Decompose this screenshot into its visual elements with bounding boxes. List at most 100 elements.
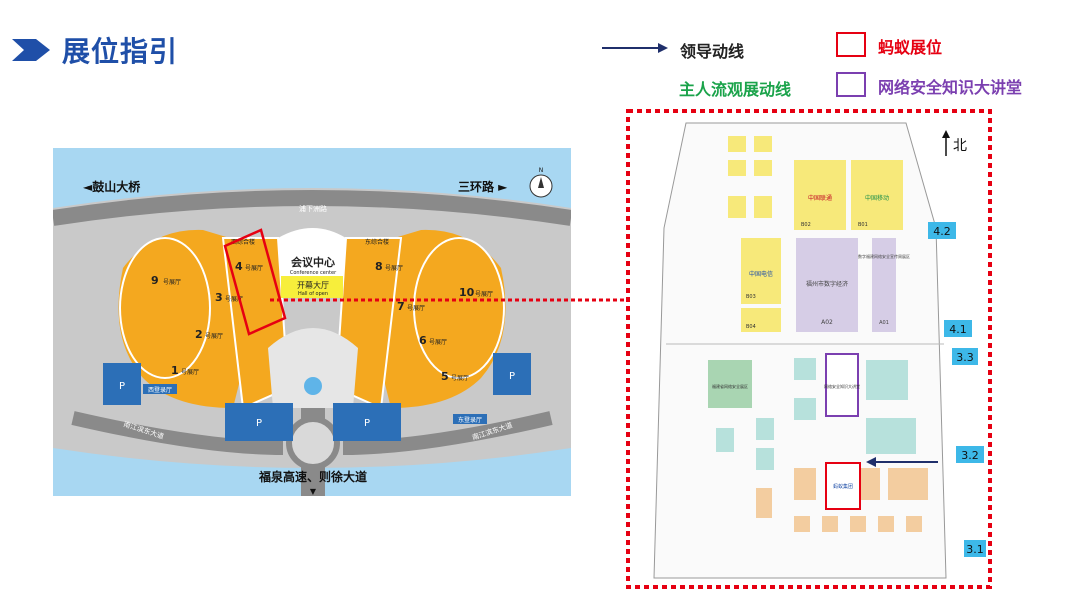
svg-text:号展厅: 号展厅 <box>407 305 425 312</box>
svg-text:号展厅: 号展厅 <box>181 369 199 376</box>
legend-forum-box <box>836 72 866 97</box>
zone-a01 <box>872 238 896 332</box>
booth-unicom <box>794 160 846 230</box>
gushan-bridge-label: ◄鼓山大桥 <box>83 179 141 194</box>
top-road <box>53 190 571 226</box>
booth-b04 <box>741 308 781 332</box>
zone-a02 <box>796 238 858 332</box>
telecom-label: 中国电信 <box>749 270 773 278</box>
a02-name: 福州市数字经济 <box>806 280 848 288</box>
arrow-right-icon <box>12 39 50 61</box>
svg-text:号展厅: 号展厅 <box>475 291 493 298</box>
north-compass-icon: N <box>529 167 553 198</box>
forum-booth <box>825 353 859 417</box>
svg-text:5: 5 <box>441 370 449 383</box>
svg-text:9: 9 <box>151 274 159 287</box>
svg-text:号展厅: 号展厅 <box>451 375 469 382</box>
bottom-road-label: 福泉高速、则徐大道 <box>258 469 367 484</box>
opening-hall-block <box>281 276 343 298</box>
left-bottom-road <box>71 411 284 455</box>
gate-4-1 <box>944 320 972 337</box>
gate-3-2 <box>956 446 984 463</box>
bottom-arrow: ▼ <box>310 487 317 496</box>
hall-floor-plan: 北 中国联通 B02 中国移动 B01 中国电信 B03 B04 福州市数字经济… <box>626 109 992 589</box>
svg-text:号展厅: 号展厅 <box>225 296 243 303</box>
svg-text:4: 4 <box>235 260 243 273</box>
svg-text:3: 3 <box>215 291 223 304</box>
gate-3-1 <box>964 540 986 557</box>
svg-text:号展厅: 号展厅 <box>205 333 223 340</box>
hall-9: 9 号展厅 <box>151 274 181 287</box>
svg-text:6: 6 <box>419 334 427 347</box>
leader-route-arrow-icon <box>602 43 668 53</box>
west-entrance-label: 西综合楼 <box>231 238 255 246</box>
page-title: 展位指引 <box>62 35 179 68</box>
a01-name: 数字福建网络安全宣传周展区 <box>858 253 910 259</box>
b03-label: B03 <box>746 294 756 300</box>
gate-4-2 <box>928 222 956 239</box>
legend-security-forum: 网络安全知识大讲堂 <box>878 78 1023 97</box>
svg-text:号展厅: 号展厅 <box>163 279 181 286</box>
conference-center-en: Conference center <box>290 270 337 276</box>
parking-south-west <box>225 403 293 441</box>
booth-telecom <box>741 238 781 304</box>
parking-south-east <box>333 403 401 441</box>
svg-text:号展厅: 号展厅 <box>245 265 263 272</box>
parking-east <box>493 353 531 395</box>
a01-label: A01 <box>879 320 889 326</box>
booth-mobile <box>851 160 903 230</box>
svg-text:号展厅: 号展厅 <box>385 265 403 272</box>
connector-line <box>270 298 628 302</box>
svg-text:2: 2 <box>195 328 203 341</box>
b04-label: B04 <box>746 324 756 330</box>
north-arrow-icon: 北 <box>942 130 967 156</box>
parking-west <box>103 363 141 405</box>
legend-leader-route: 领导动线 <box>680 42 745 61</box>
hall-9-lobe <box>119 237 211 379</box>
svg-text:10: 10 <box>459 286 475 299</box>
forum-booth-label: 网络安全知识大讲堂 <box>824 383 860 389</box>
svg-text:P: P <box>364 418 370 429</box>
lower-teal-booths <box>716 358 916 470</box>
svg-text:P: P <box>256 418 262 429</box>
svg-text:3.2: 3.2 <box>961 449 979 462</box>
conference-center-label: 会议中心 <box>291 255 335 269</box>
top-road-label: 浦下洲路 <box>299 204 327 213</box>
svg-text:4.1: 4.1 <box>949 323 967 336</box>
legend-ant-booth: 蚂蚁展位 <box>878 38 943 57</box>
west-hall-label: 西登录厅 <box>148 386 172 394</box>
east-entrance-label: 东综合楼 <box>365 238 389 246</box>
gov-label: 福建省网络安全展区 <box>712 383 748 389</box>
ring-road-label: 三环路 ► <box>458 179 508 194</box>
highlight-halls-3-4 <box>223 228 287 336</box>
opening-hall-label: 开幕大厅 <box>297 280 329 290</box>
opening-hall-en: Hall of open <box>298 291 328 297</box>
ant-booth-label: 蚂蚁集团 <box>833 483 853 490</box>
legend-ant-box <box>836 32 866 57</box>
page-header: 展位指引 <box>12 30 178 70</box>
expo-overview-map: 浦下洲路 南江滨东大道 南江滨东大道 会议中心 Conference cente… <box>53 148 571 496</box>
svg-text:P: P <box>509 371 515 382</box>
svg-text:北: 北 <box>953 138 967 154</box>
gate-badges: 4.2 4.1 3.3 3.2 3.1 <box>928 222 986 557</box>
b02-label: B02 <box>801 222 811 228</box>
west-registration-hall <box>143 384 177 394</box>
svg-text:3.3: 3.3 <box>956 351 974 364</box>
central-plaza <box>268 328 358 408</box>
orange-booths <box>756 468 928 532</box>
top-booths <box>728 136 772 218</box>
gate-3-3 <box>952 348 978 365</box>
east-registration-hall <box>453 414 487 424</box>
roundabout <box>286 416 340 470</box>
svg-text:P: P <box>119 381 125 392</box>
svg-text:7: 7 <box>397 300 405 313</box>
east-hall-label: 东登录厅 <box>458 416 482 424</box>
